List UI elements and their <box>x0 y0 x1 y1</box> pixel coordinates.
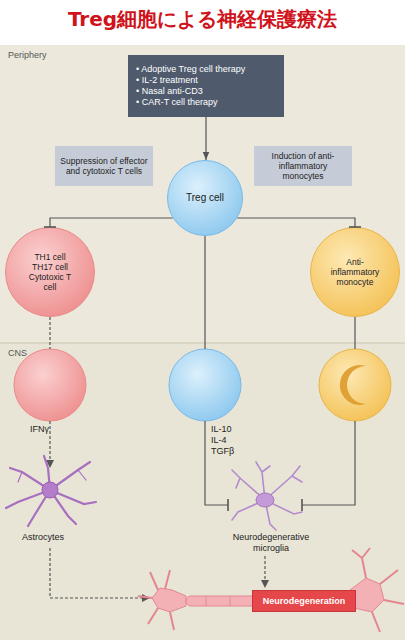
node-text: Neurodegeneration <box>263 596 346 607</box>
node-text: Suppression of effector and cytotoxic T … <box>60 156 148 176</box>
node-text: • Nasal anti-CD3 <box>136 86 203 97</box>
migration-line <box>49 317 50 349</box>
node-text: • CAR-T cell therapy <box>136 97 218 108</box>
node-text: • Adoptive Treg cell therapy <box>136 64 245 75</box>
cns-band <box>0 343 405 640</box>
node-text: • IL-2 treatment <box>136 75 198 86</box>
microglia-drawing <box>232 462 302 530</box>
outcome-box: Neurodegeneration <box>252 590 356 612</box>
migration-line <box>354 317 355 349</box>
monocyte-circle: Anti-inflammatory monocyte <box>310 227 400 317</box>
region-label: Periphery <box>8 50 88 61</box>
astrocyte-body <box>42 482 58 498</box>
t-cell-circle: TH1 cell TH17 cell Cytotoxic T cell <box>5 227 95 317</box>
cns-monocyte <box>319 349 391 421</box>
effect-line <box>49 421 50 465</box>
connector <box>237 218 355 227</box>
circle-fill <box>168 161 243 236</box>
node-text: Anti-inflammatory monocyte <box>325 257 385 288</box>
dendrite <box>352 548 404 632</box>
astrocyte-branch <box>18 470 86 482</box>
monocyte-nucleus <box>340 365 366 405</box>
cytokine-label: IL-4 <box>211 435 261 446</box>
connector <box>205 117 206 160</box>
effect-line <box>264 556 265 584</box>
cytokine-label: IFNγ <box>30 424 80 435</box>
myelin-segment <box>206 596 354 606</box>
process-box: Suppression of effector and cytotoxic T … <box>55 146 153 186</box>
inhibition-bar <box>227 499 229 511</box>
node-text: Treg cell <box>175 192 235 204</box>
divider-line <box>0 343 405 344</box>
therapy-box: • Adoptive Treg cell therapy• IL-2 treat… <box>128 55 284 117</box>
title: Treg細胞による神経保護療法 <box>0 6 405 33</box>
migration-line <box>204 236 205 349</box>
cytokine-label: TGFβ <box>211 446 261 457</box>
cell-label: Astrocytes <box>22 532 102 543</box>
circle-fill <box>6 228 95 317</box>
dendrite <box>138 570 174 630</box>
arrow-head <box>261 580 269 588</box>
effect-line <box>50 548 146 598</box>
circle-fill <box>311 228 400 317</box>
process-box: Induction of anti-inflammatory monocytes <box>254 146 352 186</box>
periphery-band <box>0 45 405 343</box>
node-text: Induction of anti-inflammatory monocytes <box>259 151 347 182</box>
cytokine-label: IL-10 <box>211 424 261 435</box>
inhibition-bar <box>301 499 303 511</box>
treg-cell-circle: Treg cell <box>167 160 243 236</box>
cell-label: Neurodegenerative microglia <box>226 532 316 554</box>
inhibition-line <box>302 421 355 505</box>
connector <box>50 218 173 227</box>
cns-t-cell <box>14 349 86 421</box>
axon <box>186 596 350 606</box>
astrocyte-drawing <box>6 456 96 526</box>
cns-treg-cell <box>169 349 241 421</box>
region-label: CNS <box>8 348 68 359</box>
microglia-body <box>256 493 274 507</box>
neuron-drawing <box>138 548 404 632</box>
node-text: TH1 cell TH17 cell Cytotoxic T cell <box>23 252 77 293</box>
